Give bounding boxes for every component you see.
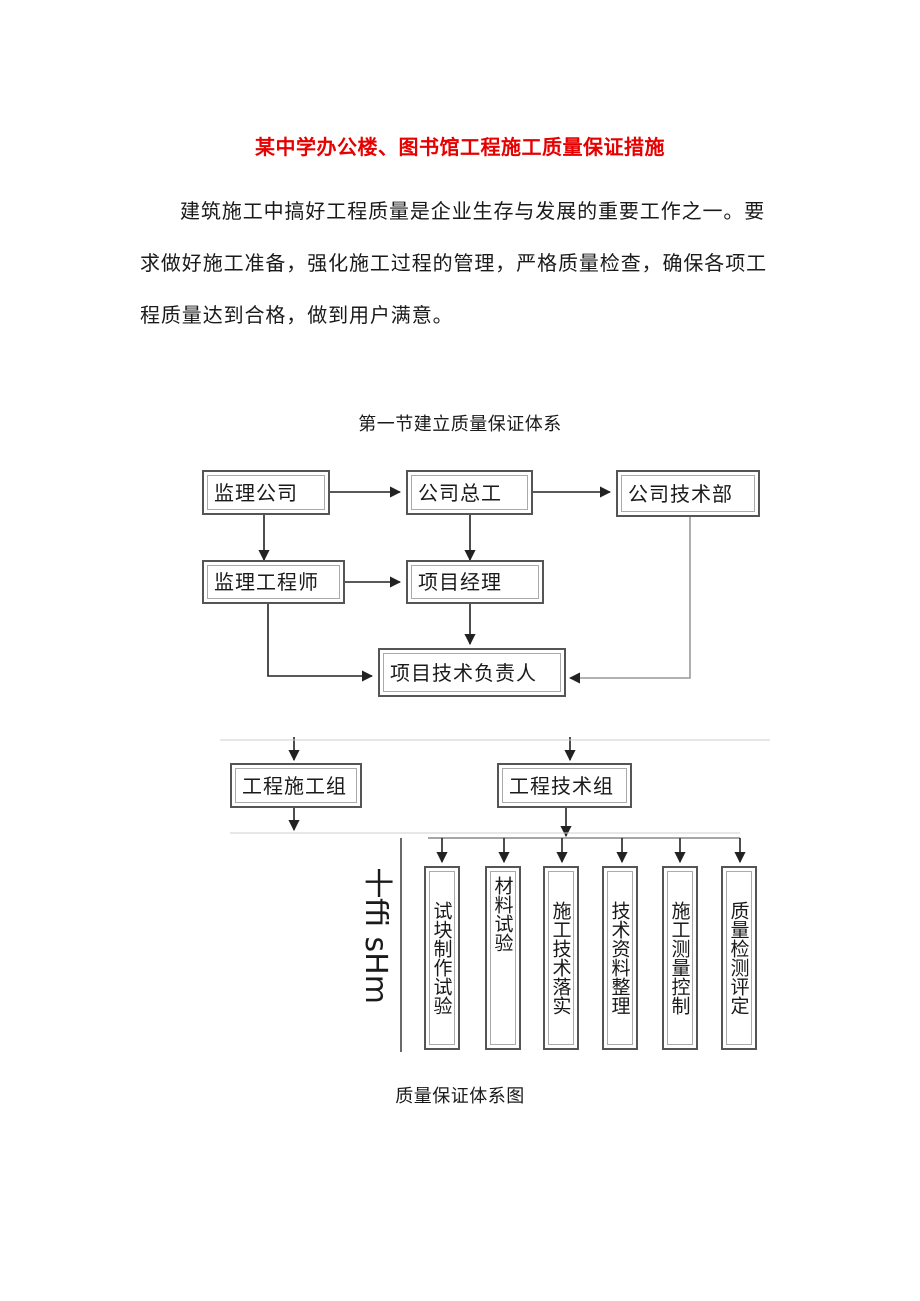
project-tech-lead-box: 项目技术负责人	[378, 648, 566, 697]
sub-item-specimen-testing: 试块制作试验	[424, 866, 460, 1050]
tech-group-box: 工程技术组	[497, 763, 632, 808]
arrow-techdept-to-techlead	[568, 517, 691, 684]
section-title: 第一节建立质量保证体系	[358, 414, 562, 435]
sub-item-material-testing: 材料试验	[485, 866, 521, 1050]
arrow-engineer-to-techlead	[267, 604, 374, 682]
garbled-side-text: 十ffi sHm	[358, 868, 393, 1004]
supervising-engineer-box: 监理工程师	[202, 560, 345, 604]
sub-item-survey-control: 施工测量控制	[662, 866, 698, 1050]
supervision-company-box: 监理公司	[202, 470, 330, 515]
document-title: 某中学办公楼、图书馆工程施工质量保证措施	[255, 135, 665, 159]
sub-item-tech-documentation: 技术资料整理	[602, 866, 638, 1050]
sub-item-tech-implementation: 施工技术落实	[543, 866, 579, 1050]
company-chief-engineer-box: 公司总工	[406, 470, 533, 515]
company-tech-dept-box: 公司技术部	[616, 470, 760, 517]
sub-item-quality-inspection: 质量检测评定	[721, 866, 757, 1050]
intro-paragraph: 建筑施工中搞好工程质量是企业生存与发展的重要工作之一。要 求做好施工准备，强化施…	[140, 199, 767, 327]
project-manager-box: 项目经理	[406, 560, 544, 604]
construction-group-box: 工程施工组	[230, 763, 362, 808]
figure-caption: 质量保证体系图	[395, 1086, 525, 1107]
